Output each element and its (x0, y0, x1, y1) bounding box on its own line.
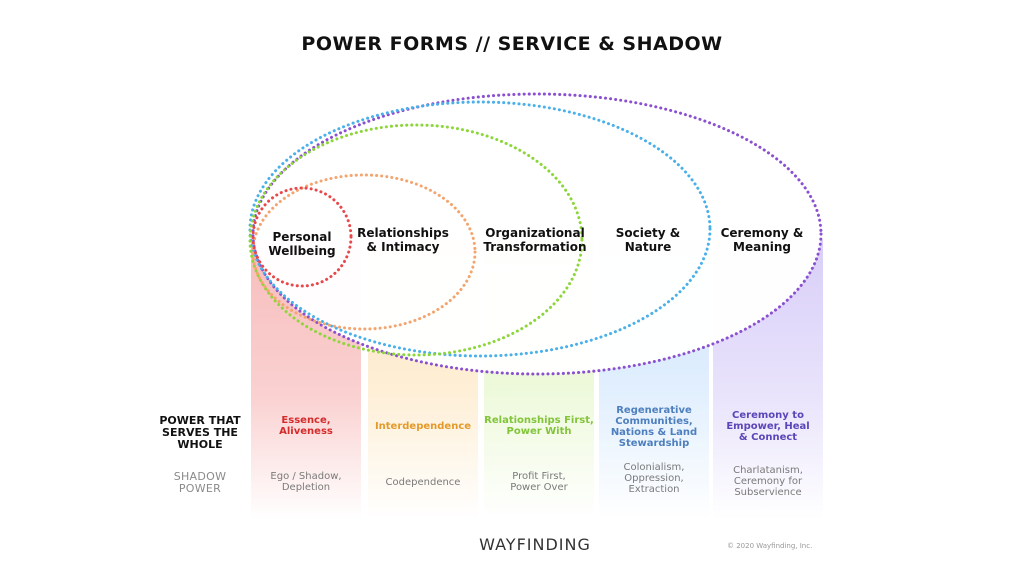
ring-society (248, 100, 712, 358)
label-society-line1: Society & (615, 226, 681, 240)
serve-cell-personal: Essence, Aliveness (247, 415, 365, 437)
serve-cell-ceremony: Ceremony to Empower, Heal & Connect (709, 410, 827, 443)
row-header-serve-line2: SERVES THE (162, 426, 238, 439)
serve-society-line4: Stewardship (618, 438, 690, 449)
shadow-cell-organizational: Profit First, Power Over (480, 471, 598, 493)
label-society: Society & Nature (602, 226, 694, 254)
shadow-society-line3: Extraction (628, 484, 680, 495)
shadow-cell-ceremony: Charlatanism, Ceremony for Subservience (709, 465, 827, 498)
serve-personal-line1: Essence, (281, 415, 331, 426)
label-relationships: Relationships & Intimacy (350, 226, 456, 254)
shadow-cell-society: Colonialism, Oppression, Extraction (595, 462, 713, 495)
shadow-ceremony-line3: Subservience (734, 487, 802, 498)
serve-relationships-line1: Interdependence (374, 421, 472, 432)
ring-relationships (251, 173, 477, 331)
label-organizational: Organizational Transformation (476, 226, 594, 254)
shadow-personal-line1: Ego / Shadow, (270, 471, 342, 482)
serve-cell-society: Regenerative Communities, Nations & Land… (595, 405, 713, 449)
serve-cell-relationships: Interdependence (364, 421, 482, 432)
label-organizational-line1: Organizational (485, 226, 585, 240)
row-header-serve-line1: POWER THAT (159, 414, 241, 427)
label-relationships-line1: Relationships (357, 226, 449, 240)
serve-society-line3: Nations & Land (610, 427, 698, 438)
shadow-society-line2: Oppression, (624, 473, 684, 484)
label-organizational-line2: Transformation (483, 240, 587, 254)
ring-organizational (248, 123, 584, 357)
label-personal-line1: Personal (272, 230, 332, 244)
serve-organizational-line1: Relationships First, (484, 415, 594, 426)
serve-society-line1: Regenerative (616, 405, 692, 416)
shadow-organizational-line1: Profit First, (512, 471, 566, 482)
serve-organizational-line2: Power With (506, 426, 572, 437)
label-society-line2: Nature (624, 240, 672, 254)
label-ceremony: Ceremony & Meaning (716, 226, 808, 254)
serve-cell-organizational: Relationships First, Power With (480, 415, 598, 437)
serve-society-line2: Communities, (615, 416, 693, 427)
shadow-organizational-line2: Power Over (510, 482, 568, 493)
footer-wordmark: WAYFINDING (479, 535, 591, 554)
label-ceremony-line1: Ceremony & (720, 226, 804, 240)
shadow-ceremony-line1: Charlatanism, (733, 465, 803, 476)
label-relationships-line2: & Intimacy (366, 240, 440, 254)
row-header-shadow-line1: SHADOW (173, 470, 227, 483)
label-personal-wellbeing: Personal Wellbeing (256, 230, 348, 258)
shadow-cell-personal: Ego / Shadow, Depletion (247, 471, 365, 493)
shadow-personal-line2: Depletion (281, 482, 331, 493)
shadow-society-line1: Colonialism, (623, 462, 685, 473)
shadow-relationships-line1: Codependence (385, 477, 461, 488)
serve-ceremony-line2: Empower, Heal (726, 421, 810, 432)
row-header-shadow-line2: POWER (178, 482, 222, 495)
serve-personal-line2: Aliveness (279, 426, 333, 437)
serve-ceremony-line1: Ceremony to (732, 410, 804, 421)
copyright-notice: © 2020 Wayfinding, Inc. (727, 542, 813, 550)
row-header-serves-whole: POWER THAT SERVES THE WHOLE (150, 415, 250, 451)
ring-personal (251, 186, 353, 288)
label-personal-line2: Wellbeing (268, 244, 336, 258)
label-ceremony-line2: Meaning (733, 240, 791, 254)
shadow-cell-relationships: Codependence (364, 477, 482, 488)
diagram-title: POWER FORMS // SERVICE & SHADOW (301, 33, 723, 55)
row-header-serve-line3: WHOLE (177, 438, 223, 451)
serve-ceremony-line3: & Connect (738, 432, 798, 443)
row-header-shadow-power: SHADOW POWER (150, 471, 250, 495)
shadow-ceremony-line2: Ceremony for (733, 476, 803, 487)
